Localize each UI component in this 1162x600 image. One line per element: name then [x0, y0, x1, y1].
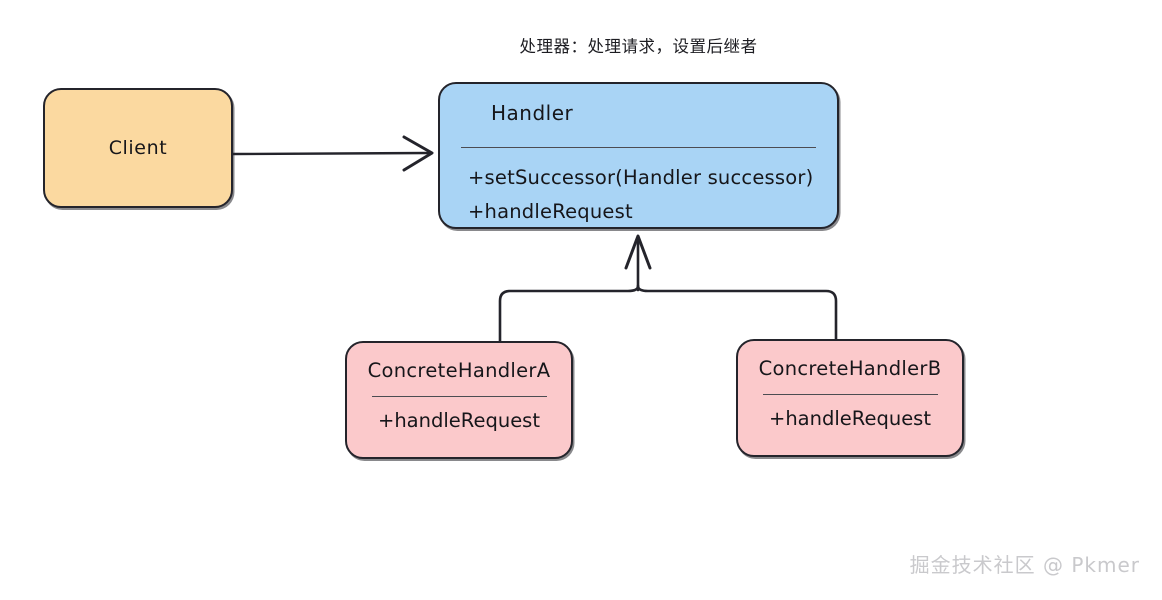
- watermark: 掘金技术社区 @ Pkmer: [909, 553, 1140, 577]
- node-concrete-handler-a[interactable]: ConcreteHandlerA +handleRequest: [345, 341, 573, 459]
- node-handler[interactable]: Handler +setSuccessor(Handler successor)…: [438, 82, 839, 229]
- concrete-handler-b-title: ConcreteHandlerB: [758, 357, 942, 380]
- edge-client-to-handler: [231, 135, 434, 172]
- handler-method-list: +setSuccessor(Handler successor) +handle…: [440, 148, 837, 228]
- edge-generalization-tree: [498, 234, 838, 343]
- concrete-handler-a-method: +handleRequest: [377, 409, 540, 432]
- handler-title: Handler: [491, 101, 574, 125]
- concrete-handler-a-divider: [371, 396, 547, 397]
- concrete-handler-b-method: +handleRequest: [768, 407, 931, 430]
- concrete-handler-a-title: ConcreteHandlerA: [367, 359, 551, 382]
- client-title: Client: [108, 137, 168, 159]
- handler-method-set-successor: +setSuccessor(Handler successor): [468, 166, 814, 189]
- node-client[interactable]: Client: [43, 88, 233, 208]
- handler-divider: [461, 147, 816, 148]
- node-concrete-handler-b[interactable]: ConcreteHandlerB +handleRequest: [736, 339, 964, 457]
- concrete-handler-b-divider: [762, 394, 938, 395]
- handler-method-handle-request: +handleRequest: [468, 199, 633, 223]
- diagram-caption: 处理器：处理请求，设置后继者: [519, 37, 758, 56]
